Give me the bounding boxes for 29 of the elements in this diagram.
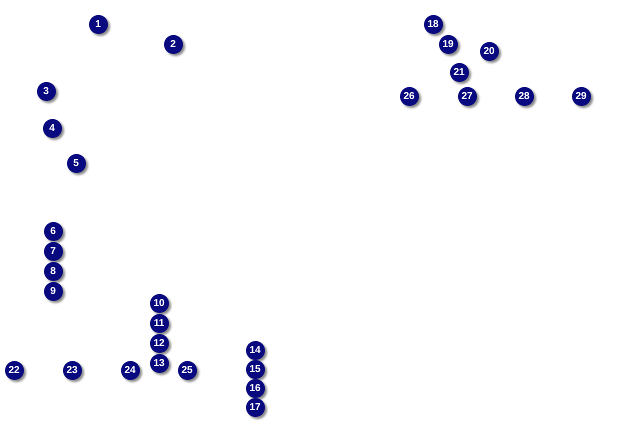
callout-number: 2 <box>164 34 182 54</box>
callout-number: 20 <box>480 42 498 60</box>
callout-number: 7 <box>44 242 62 260</box>
callout-number: 15 <box>246 360 264 378</box>
callout-number: 3 <box>36 82 56 100</box>
callout-number: 10 <box>150 294 168 312</box>
callout-number: 19 <box>438 34 458 54</box>
callout-number: 24 <box>120 360 140 380</box>
callout-number: 6 <box>44 222 62 240</box>
callout-number: 26 <box>400 86 418 106</box>
callout-number: 27 <box>458 86 476 106</box>
callout-number: 11 <box>150 314 168 332</box>
callout-number: 17 <box>246 398 264 416</box>
callout-number: 21 <box>450 62 468 82</box>
callout-number: 13 <box>150 354 168 372</box>
callout-number: 22 <box>4 360 24 380</box>
callout-number: 23 <box>62 360 82 380</box>
callout-number: 16 <box>246 378 264 398</box>
callout-number: 9 <box>44 282 62 300</box>
callout-number: 4 <box>42 118 62 138</box>
callout-number: 25 <box>178 360 196 380</box>
callout-number: 29 <box>572 86 590 106</box>
callout-number: 8 <box>44 262 62 280</box>
callout-number: 12 <box>150 334 168 352</box>
callout-number: 1 <box>88 14 108 34</box>
callout-number: 28 <box>514 86 534 106</box>
callout-number: 5 <box>66 154 86 172</box>
callout-number: 18 <box>424 14 442 34</box>
callout-number: 14 <box>246 340 264 360</box>
